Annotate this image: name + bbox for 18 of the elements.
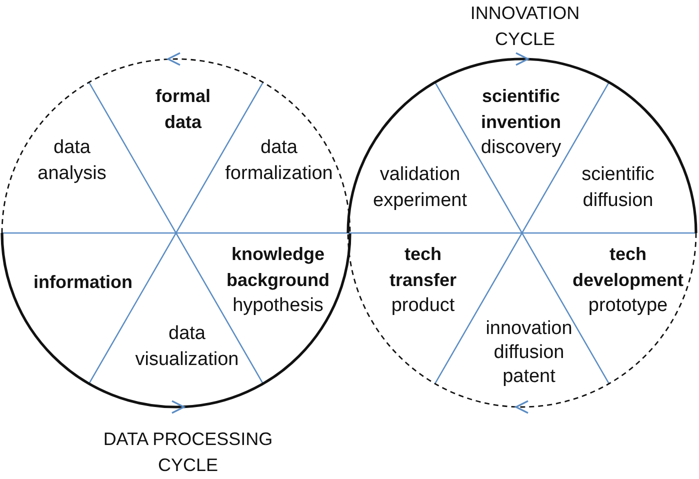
cycle-title: INNOVATION CYCLE <box>470 2 580 51</box>
sector-title: scientific invention <box>480 85 562 134</box>
sector-text: data formalization <box>224 136 334 186</box>
sector-text: validation experiment <box>372 163 468 213</box>
sector-text: prototype <box>588 294 668 318</box>
sector-text: discovery <box>480 136 562 160</box>
cycle-title: DATA PROCESSING CYCLE <box>102 428 274 477</box>
sector-title: information <box>33 271 133 294</box>
sector-text: scientific diffusion <box>581 163 655 213</box>
sector-title: tech transfer <box>388 243 458 292</box>
sector-text: data visualization <box>134 322 240 372</box>
sector-title: tech development <box>572 243 684 292</box>
sector-text: data analysis <box>37 136 107 186</box>
sector-text: hypothesis <box>232 294 324 318</box>
sector-title: formal data <box>154 85 212 134</box>
sector-text: innovation diffusion patent <box>485 317 573 389</box>
sector-title: knowledge background <box>226 243 330 292</box>
sector-text: product <box>390 294 456 318</box>
